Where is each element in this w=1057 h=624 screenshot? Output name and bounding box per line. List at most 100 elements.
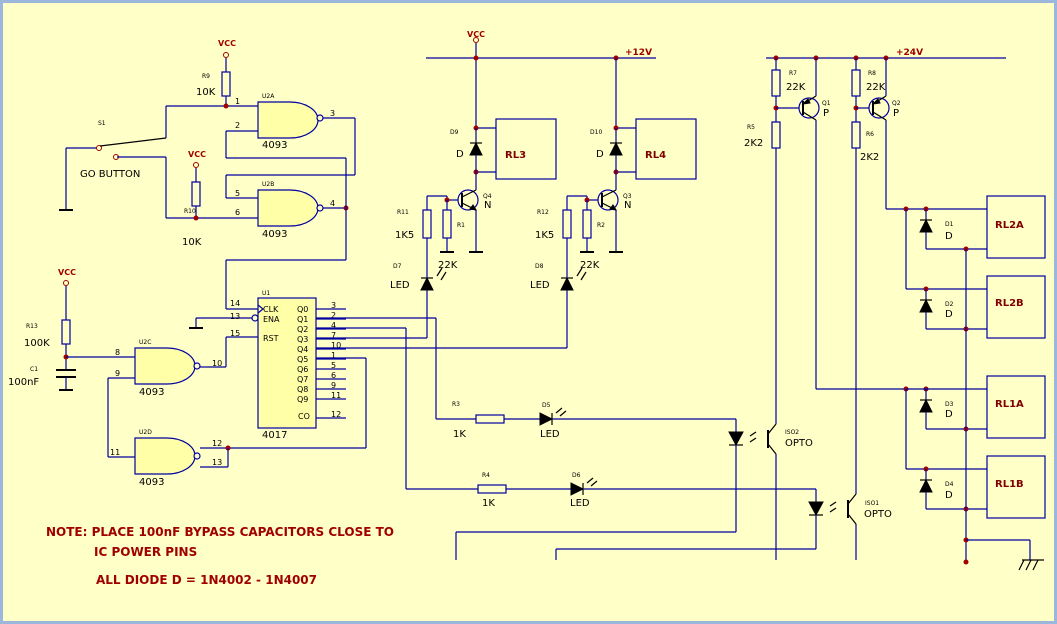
relay-rl1a: RL1A (986, 375, 1046, 439)
svg-text:OPTO: OPTO (785, 438, 813, 449)
transistor-q4: Q4 N (457, 189, 492, 211)
svg-text:GO BUTTON: GO BUTTON (80, 169, 140, 180)
svg-text:13: 13 (212, 458, 222, 467)
led-d6: D6 LED (570, 472, 598, 509)
svg-text:LED: LED (570, 498, 590, 509)
svg-text:LED: LED (540, 429, 560, 440)
resistor-r2: R2 22K (580, 209, 605, 271)
svg-text:OPTO: OPTO (864, 509, 892, 520)
svg-text:4093: 4093 (262, 229, 287, 240)
svg-text:R3: R3 (452, 401, 460, 408)
svg-text:D4: D4 (945, 481, 954, 488)
svg-text:2: 2 (235, 121, 240, 130)
svg-text:CLK: CLK (263, 305, 279, 314)
vcc-r9: VCC (218, 39, 236, 58)
svg-text:R12: R12 (537, 209, 549, 216)
svg-text:R11: R11 (397, 209, 409, 216)
relay-rl4: RL4 (635, 118, 697, 180)
diode-d2: D2 D (919, 289, 954, 329)
svg-text:1K: 1K (453, 429, 466, 440)
output-pin-q4: 10 (331, 341, 341, 350)
diode-d1: D1 D (919, 209, 954, 249)
svg-text:R5: R5 (747, 124, 755, 131)
svg-text:22K: 22K (438, 260, 458, 271)
svg-text:VCC: VCC (58, 268, 76, 277)
svg-text:Q3: Q3 (623, 193, 632, 200)
svg-text:R7: R7 (789, 70, 797, 77)
output-label-q4: Q4 (297, 345, 308, 354)
vcc-r13: VCC (58, 268, 76, 286)
diode-d9: D9 D (450, 128, 483, 172)
output-pin-q3: 7 (331, 331, 336, 340)
svg-text:3: 3 (330, 109, 335, 118)
svg-text:D5: D5 (542, 402, 551, 409)
svg-text:CO: CO (298, 412, 310, 421)
resistor-r10: R10 10K (182, 181, 202, 248)
svg-text:R1: R1 (457, 222, 465, 229)
gate-u2b: U2B 4093 (257, 181, 324, 240)
resistor-r9: R9 10K (196, 71, 231, 98)
output-pin-q0: 3 (331, 301, 336, 310)
svg-text:11: 11 (110, 448, 120, 457)
output-label-q8: Q8 (297, 385, 308, 394)
svg-text:1K5: 1K5 (535, 230, 554, 241)
output-pin-q7: 6 (331, 371, 336, 380)
svg-text:U2B: U2B (262, 181, 274, 188)
svg-text:10K: 10K (182, 237, 202, 248)
svg-text:12: 12 (212, 439, 222, 448)
svg-text:13: 13 (230, 312, 240, 321)
svg-text:8: 8 (115, 348, 120, 357)
output-pin-q9: 11 (331, 391, 341, 400)
svg-text:D2: D2 (945, 301, 954, 308)
svg-text:100nF: 100nF (8, 377, 39, 388)
svg-text:D: D (945, 231, 953, 242)
output-label-q2: Q2 (297, 325, 308, 334)
note-line-1: NOTE: PLACE 100nF BYPASS CAPACITORS CLOS… (46, 525, 394, 539)
gate-u2a: U2A 4093 (257, 93, 324, 151)
svg-text:C1: C1 (30, 366, 38, 373)
diode-d10: D10 D (590, 128, 623, 172)
svg-text:D: D (456, 149, 464, 160)
relay-rl2a: RL2A (986, 195, 1046, 259)
svg-text:P: P (823, 108, 829, 119)
svg-text:D: D (945, 409, 953, 420)
output-pin-q6: 5 (331, 361, 336, 370)
svg-text:1K: 1K (482, 498, 495, 509)
svg-text:22K: 22K (580, 260, 600, 271)
svg-text:D: D (945, 490, 953, 501)
output-label-q0: Q0 (297, 305, 308, 314)
svg-text:D6: D6 (572, 472, 581, 479)
output-pin-q2: 4 (331, 321, 336, 330)
svg-text:ENA: ENA (263, 315, 280, 324)
opto-iso1: ISO1 OPTO (808, 489, 892, 549)
chassis-ground-icon (1018, 559, 1044, 571)
svg-text:D8: D8 (535, 263, 544, 270)
resistor-r11: R11 1K5 (395, 209, 432, 241)
svg-text:RL1A: RL1A (995, 399, 1024, 410)
vcc-r10: VCC (188, 150, 206, 168)
svg-text:U2C: U2C (139, 339, 151, 346)
diode-d4: D4 D (919, 469, 954, 509)
svg-text:10K: 10K (196, 87, 216, 98)
svg-text:9: 9 (115, 369, 120, 378)
svg-text:R10: R10 (184, 208, 196, 215)
svg-text:4017: 4017 (262, 430, 287, 441)
svg-text:4093: 4093 (262, 140, 287, 151)
svg-text:22K: 22K (866, 82, 886, 93)
svg-text:2K2: 2K2 (860, 152, 879, 163)
transistor-q1: Q1 P (798, 95, 831, 121)
svg-text:VCC: VCC (467, 30, 485, 39)
output-label-q1: Q1 (297, 315, 308, 324)
svg-text:D10: D10 (590, 129, 602, 136)
gate-u2c: U2C 4093 (134, 339, 201, 398)
output-pin-q1: 2 (331, 311, 336, 320)
svg-text:RL3: RL3 (505, 150, 526, 161)
svg-text:D3: D3 (945, 401, 954, 408)
led-d8: D8 LED (530, 263, 587, 291)
svg-text:14: 14 (230, 299, 240, 308)
svg-text:15: 15 (230, 329, 240, 338)
relay-rl3: RL3 (495, 118, 557, 180)
svg-text:R13: R13 (26, 323, 38, 330)
svg-text:R4: R4 (482, 472, 490, 479)
